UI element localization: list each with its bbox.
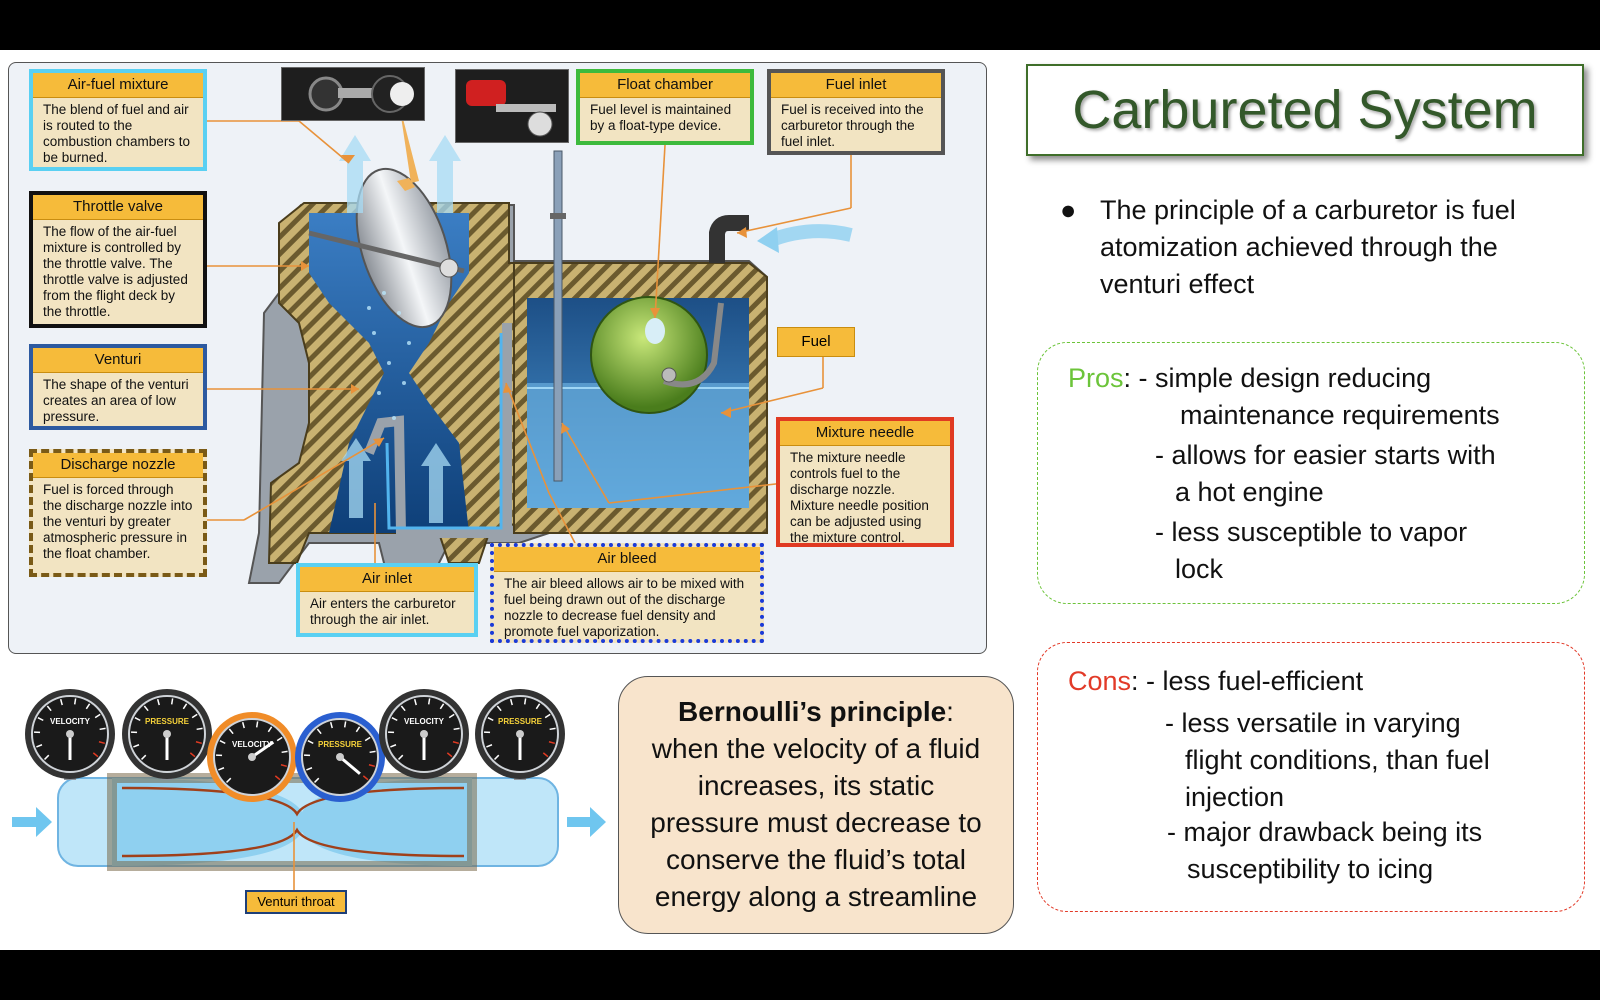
venturi-tube-illustration: VELOCITY PRESSURE VELOCITY PRESSURE VELOCITY…: [12, 662, 612, 942]
callout-air-inlet: Air inlet Air enters the carburetor thro…: [296, 563, 478, 637]
callout-venturi: Venturi The shape of the venturi creates…: [29, 344, 207, 430]
gauge-6: PRESSURE: [475, 689, 565, 780]
gauge-3: VELOCITY: [207, 712, 297, 802]
callout-title: Venturi: [33, 348, 203, 373]
gauge-label: PRESSURE: [318, 740, 363, 749]
page-title: Carbureted System: [1072, 80, 1538, 140]
pros-line-4: a hot engine: [1175, 477, 1324, 507]
throttle-control-photo: [281, 67, 425, 121]
bernoulli-box: Bernoulli’s principle: when the velocity…: [618, 676, 1014, 934]
callout-fuel: Fuel: [777, 327, 855, 357]
callout-text: Fuel level is maintained by a float-type…: [590, 102, 732, 133]
callout-mixture-needle: Mixture needle The mixture needle contro…: [776, 417, 954, 547]
callout-discharge-nozzle: Discharge nozzle Fuel is forced through …: [29, 449, 207, 577]
bernoulli-line: pressure must decrease to: [650, 807, 982, 838]
callout-text: Fuel is forced through the discharge noz…: [43, 482, 193, 561]
cons-line-2: - less versatile in varying: [1165, 708, 1461, 738]
bullet-dot-icon: ●: [1060, 195, 1077, 225]
gauge-label: VELOCITY: [232, 740, 273, 749]
callout-title: Throttle valve: [33, 195, 203, 220]
gauge-4: PRESSURE: [295, 712, 385, 802]
callout-throttle-valve: Throttle valve The flow of the air-fuel …: [29, 191, 207, 328]
pros-line-3: - allows for easier starts with: [1155, 440, 1496, 470]
callout-text: The shape of the venturi creates an area…: [43, 377, 189, 424]
gauge-label: PRESSURE: [498, 717, 543, 726]
pros-line-5: - less susceptible to vapor: [1155, 517, 1468, 547]
bernoulli-term: Bernoulli’s principle: [678, 696, 947, 727]
pros-line-text: - simple design reducing: [1138, 363, 1432, 393]
bernoulli-line: increases, its static: [697, 770, 935, 801]
cons-line-6: susceptibility to icing: [1187, 854, 1434, 884]
carburetor-illustration: [207, 95, 853, 584]
callout-text: The air bleed allows air to be mixed wit…: [504, 576, 745, 639]
callout-air-bleed: Air bleed The air bleed allows air to be…: [490, 543, 764, 643]
bernoulli-heading: Bernoulli’s principle:: [678, 696, 954, 727]
callout-title: Air inlet: [300, 567, 474, 592]
cons-line-text: - less fuel-efficient: [1146, 666, 1364, 696]
throttle-knob-icon: [308, 75, 414, 113]
callout-text: The blend of fuel and air is routed to t…: [43, 102, 191, 165]
callout-title: Air-fuel mixture: [33, 73, 203, 98]
gauge-label: VELOCITY: [50, 717, 91, 726]
pros-line-2: maintenance requirements: [1180, 400, 1500, 430]
gauge-1: VELOCITY: [25, 689, 115, 780]
slide: Air-fuel mixture The blend of fuel and a…: [0, 50, 1600, 950]
gauge-label: VELOCITY: [404, 717, 445, 726]
venturi-tube: VELOCITY PRESSURE VELOCITY PRESSURE VELOCITY…: [12, 689, 606, 894]
cons-line-5: - major drawback being its: [1167, 817, 1483, 847]
mixture-knob-icon: [466, 80, 556, 137]
intro-text: The principle of a carburetor is fuel at…: [1100, 195, 1516, 299]
callout-title: Fuel inlet: [771, 73, 941, 98]
outflow-arrow-icon: [567, 807, 606, 837]
callout-title: Air bleed: [494, 547, 760, 572]
callout-fuel-inlet: Fuel inlet Fuel is received into the car…: [767, 69, 945, 155]
title-box: Carbureted System: [1026, 64, 1584, 156]
cons-box: [1037, 642, 1585, 912]
callout-text: The flow of the air-fuel mixture is cont…: [43, 224, 188, 319]
cons-line-4: injection: [1185, 782, 1285, 812]
inflow-arrow-icon: [12, 807, 52, 837]
callout-title: Float chamber: [580, 73, 750, 98]
gauge-needle-icon: [251, 740, 275, 759]
venturi-throat-label: Venturi throat: [245, 890, 347, 914]
mixture-control-photo: [455, 69, 569, 143]
cons-line-1: Cons: - less fuel-efficient: [1068, 666, 1364, 696]
gauge-2: PRESSURE: [122, 689, 212, 780]
gauge-label: PRESSURE: [145, 717, 190, 726]
gauge-needle-icon: [339, 755, 361, 775]
callout-title: Mixture needle: [780, 421, 950, 446]
gauge-5: VELOCITY: [379, 689, 469, 780]
bernoulli-line: energy along a streamline: [654, 881, 978, 912]
bernoulli-line: when the velocity of a fluid: [651, 733, 981, 764]
bernoulli-line: conserve the fluid’s total: [666, 844, 966, 875]
carburetor-diagram: Air-fuel mixture The blend of fuel and a…: [8, 62, 987, 654]
pros-label: Pros: [1068, 363, 1124, 393]
callout-text: The mixture needle controls fuel to the …: [790, 450, 929, 545]
pros-line-6: lock: [1175, 554, 1224, 584]
callout-text: Fuel is received into the carburetor thr…: [781, 102, 924, 149]
callout-title: Discharge nozzle: [33, 453, 203, 478]
cons-line-3: flight conditions, than fuel: [1185, 745, 1490, 775]
pros-line-1: Pros: - simple design reducing: [1068, 363, 1432, 393]
pros-box: [1037, 342, 1585, 604]
cons-label: Cons: [1068, 666, 1132, 696]
callout-text: Air enters the carburetor through the ai…: [310, 596, 456, 627]
callout-air-fuel-mixture: Air-fuel mixture The blend of fuel and a…: [29, 69, 207, 171]
callout-float-chamber: Float chamber Fuel level is maintained b…: [576, 69, 754, 145]
